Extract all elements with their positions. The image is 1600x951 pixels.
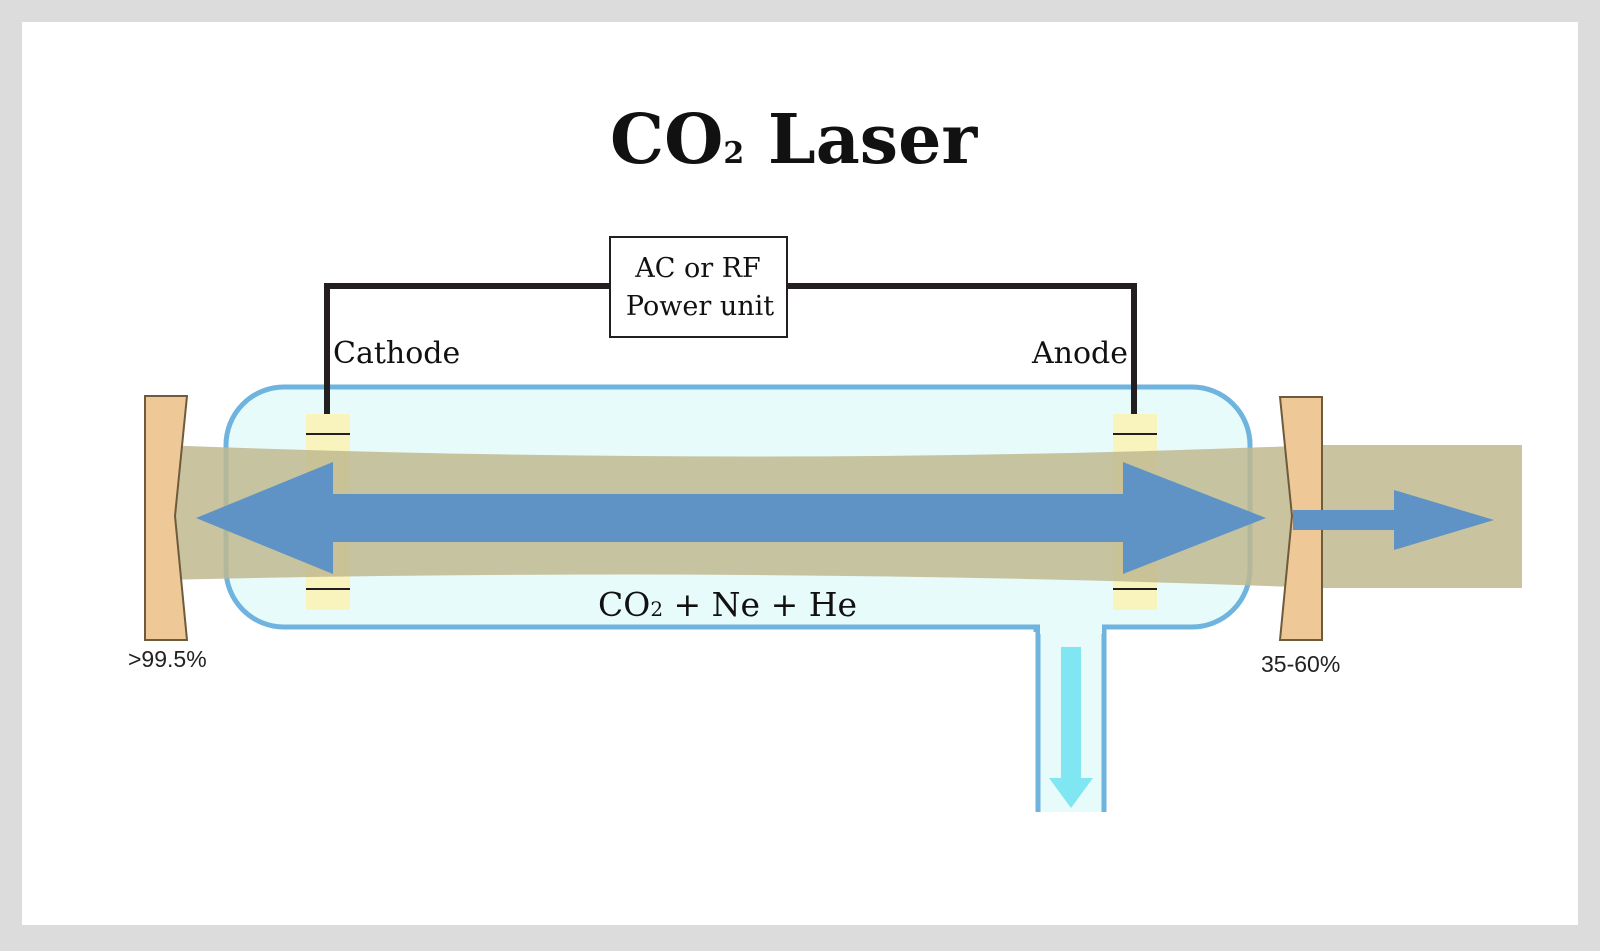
rear-mirror	[144, 395, 189, 641]
power-unit-line2: Power unit	[626, 291, 774, 322]
title-subscript: 2	[723, 136, 744, 171]
gas-outflow-pipe	[1035, 612, 1107, 812]
output-beam-arrow	[1293, 490, 1494, 550]
anode-label: Anode	[1031, 336, 1128, 371]
gas-main: CO	[598, 585, 650, 624]
rear-mirror-reflectivity: >99.5%	[128, 646, 207, 672]
power-unit-box	[609, 236, 788, 338]
output-mirror-reflectivity: 35-60%	[1261, 651, 1340, 677]
power-unit-line1: AC or RF	[634, 253, 761, 284]
diagram-title: CO2 Laser	[610, 100, 978, 180]
title-main: CO	[610, 100, 723, 180]
gas-mixture-label: CO2 + Ne + He	[598, 585, 857, 624]
outflow-arrow-shaft	[1061, 647, 1081, 782]
anode-wire	[787, 283, 1137, 414]
cathode-wire	[324, 283, 610, 414]
oscillation-arrow	[196, 462, 1266, 574]
cathode-label: Cathode	[333, 336, 460, 371]
pipe-junction	[1040, 620, 1102, 634]
gas-subscript: 2	[650, 597, 663, 621]
outflow-arrow-head	[1049, 778, 1093, 808]
gas-rest: + Ne + He	[663, 585, 857, 624]
title-rest: Laser	[744, 100, 978, 180]
